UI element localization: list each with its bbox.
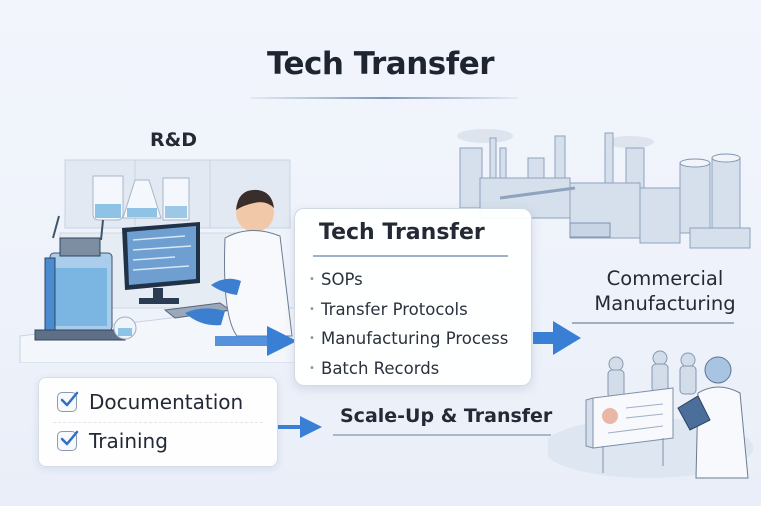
commercial-underline (572, 322, 734, 324)
tech-transfer-card: Tech Transfer •SOPs •Transfer Protocols … (294, 208, 532, 386)
bullet-icon: • (309, 303, 315, 315)
manufacturing-floor-illustration (543, 338, 758, 480)
title-underline (250, 97, 518, 99)
page-title: Tech Transfer (266, 46, 495, 82)
list-item: •Transfer Protocols (309, 299, 468, 319)
list-item: •Batch Records (309, 358, 440, 378)
checklist-card: Documentation Training (38, 377, 278, 467)
arrow-right-icon (215, 326, 297, 356)
card-title: Tech Transfer (319, 220, 485, 245)
divider (53, 422, 263, 423)
scale-up-label: Scale-Up & Transfer (340, 405, 553, 427)
bullet-icon: • (309, 362, 315, 374)
arrow-right-icon (278, 416, 322, 446)
checklist-item-documentation: Documentation (57, 390, 243, 414)
bullet-icon: • (309, 333, 315, 345)
bullet-icon: • (309, 274, 315, 286)
list-item: •Manufacturing Process (309, 329, 509, 349)
arrow-right-icon (533, 321, 581, 355)
card-title-underline (313, 255, 508, 257)
rd-label: R&D (150, 129, 197, 151)
commercial-manufacturing-label: Commercial Manufacturing (594, 267, 736, 315)
list-item: •SOPs (309, 270, 363, 290)
checkbox-checked-icon (57, 430, 79, 451)
deliverables-list: •SOPs •Transfer Protocols •Manufacturing… (309, 265, 508, 383)
checklist-item-training: Training (57, 429, 168, 453)
rd-lab-illustration (15, 158, 301, 364)
checkbox-checked-icon (57, 391, 79, 412)
scale-up-underline (333, 434, 551, 436)
